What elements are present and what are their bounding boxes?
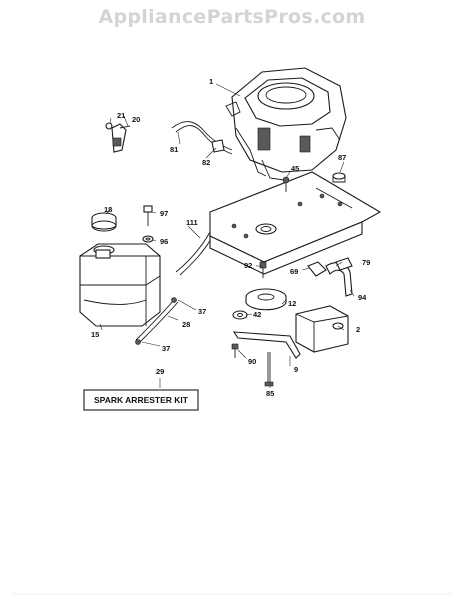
callout-82: 82 <box>202 158 210 167</box>
callout-29: 29 <box>156 367 164 376</box>
callout-15: 15 <box>91 330 99 339</box>
plug-87 <box>332 172 346 183</box>
callout-92: 92 <box>244 261 252 270</box>
leader-lines <box>99 83 355 388</box>
exhaust-pipe <box>307 257 353 297</box>
washer-42 <box>232 310 248 320</box>
tank-strap <box>135 299 175 341</box>
callout-42: 42 <box>253 310 261 319</box>
callout-12: 12 <box>288 299 296 308</box>
callout-81: 81 <box>170 145 178 154</box>
callout-18: 18 <box>104 205 112 214</box>
callout-21: 21 <box>117 111 125 120</box>
bolt-92 <box>259 261 267 278</box>
callout-28: 28 <box>182 320 190 329</box>
callout-2: 2 <box>356 325 360 334</box>
fuel-cap <box>91 212 117 232</box>
bolt-85 <box>264 352 274 387</box>
screw-37-lower <box>135 339 141 345</box>
spark-arrester-kit-box: SPARK ARRESTER KIT <box>83 389 199 411</box>
bolt-90 <box>231 343 239 358</box>
engine-pulley <box>245 288 287 311</box>
bolt-97 <box>143 205 153 226</box>
ignition-switch <box>105 122 131 153</box>
callout-1: 1 <box>209 77 213 86</box>
callout-94: 94 <box>358 293 367 302</box>
callout-79: 79 <box>362 258 370 267</box>
callout-labels: 1 2 9 12 15 18 20 21 28 29 37 37 42 45 6… <box>91 77 370 398</box>
callout-37-lower: 37 <box>162 344 170 353</box>
screw-37-upper <box>171 297 177 303</box>
muffler <box>295 305 349 353</box>
engine <box>225 67 347 181</box>
muffler-bracket <box>232 331 301 359</box>
callout-96: 96 <box>160 237 168 246</box>
callout-9: 9 <box>294 365 298 374</box>
callout-69: 69 <box>290 267 298 276</box>
washer-96 <box>142 235 154 243</box>
bolt-45 <box>282 176 290 192</box>
callout-90: 90 <box>248 357 256 366</box>
callout-37-upper: 37 <box>198 307 206 316</box>
callout-111: 111 <box>186 218 198 227</box>
callout-85: 85 <box>266 389 274 398</box>
callout-97: 97 <box>160 209 168 218</box>
callout-20: 20 <box>132 115 140 124</box>
fuel-tank <box>79 243 161 327</box>
site-watermark: AppliancePartsPros.com <box>98 6 366 28</box>
fuel-line <box>175 231 211 273</box>
spark-arrester-kit-label: SPARK ARRESTER KIT <box>94 395 189 405</box>
callout-87: 87 <box>338 153 346 162</box>
engine-mount-plate <box>209 171 382 275</box>
callout-45: 45 <box>291 164 299 173</box>
